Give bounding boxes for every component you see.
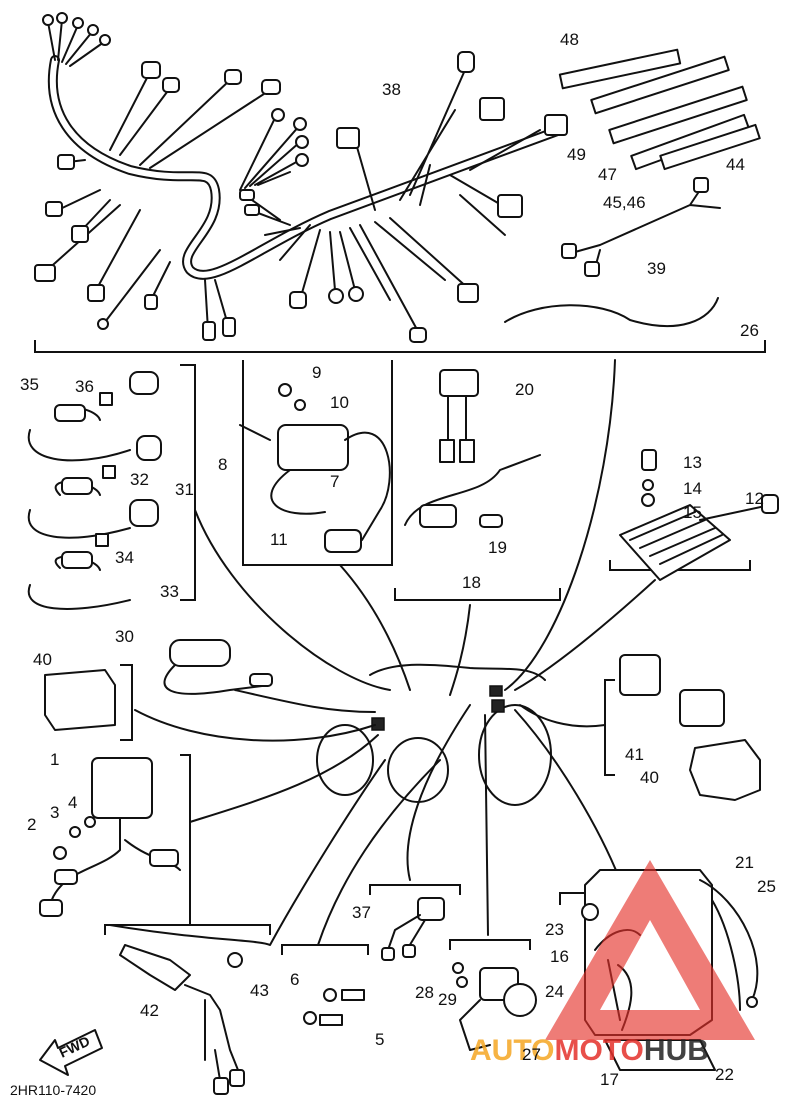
callout-4: 4 (68, 793, 77, 812)
callout-8: 8 (218, 455, 227, 474)
watermark-logo: AUTOMOTOHUB (470, 860, 755, 1067)
sub-lead-39 (561, 177, 721, 277)
callout-48: 48 (560, 30, 579, 49)
battery-group (559, 869, 759, 1071)
callout-40-right: 40 (640, 768, 659, 787)
frame-silhouette (109, 359, 656, 946)
svg-text:AUTOMOTOHUB: AUTOMOTOHUB (470, 1034, 709, 1067)
callout-43: 43 (250, 981, 269, 1000)
cover-40-left (44, 669, 116, 731)
horn-group (449, 939, 537, 1051)
callout-30: 30 (115, 627, 134, 646)
callout-labels: 48 38 49 47 44 45,46 39 26 35 36 9 10 20… (20, 30, 776, 1089)
callout-7: 7 (330, 472, 339, 491)
callout-45-46: 45,46 (603, 193, 646, 212)
watermark-triangle (545, 860, 755, 1040)
callout-27: 27 (522, 1045, 541, 1064)
callout-12: 12 (745, 489, 764, 508)
watermark-auto: AUTO (470, 1034, 554, 1067)
callout-3: 3 (50, 803, 59, 822)
callout-39: 39 (647, 259, 666, 278)
callout-18: 18 (462, 573, 481, 592)
callout-22: 22 (715, 1065, 734, 1084)
sensor-leads-group (27, 364, 196, 610)
callout-49: 49 (567, 145, 586, 164)
callout-31: 31 (175, 480, 194, 499)
bolts-5-6 (281, 944, 369, 1026)
connector-37 (369, 884, 461, 961)
callout-42: 42 (140, 1001, 159, 1020)
callout-26: 26 (740, 321, 759, 340)
watermark-hub: HUB (644, 1034, 709, 1067)
callout-15: 15 (683, 503, 702, 522)
callout-33: 33 (160, 582, 179, 601)
ignition-coil-group (239, 360, 393, 566)
callout-2: 2 (27, 815, 36, 834)
callout-35: 35 (20, 375, 39, 394)
callout-13: 13 (683, 453, 702, 472)
callout-34: 34 (115, 548, 134, 567)
cdi-unit (39, 754, 191, 926)
callout-32: 32 (130, 470, 149, 489)
callout-6: 6 (290, 970, 299, 989)
callout-40-left: 40 (33, 650, 52, 669)
callout-36: 36 (75, 377, 94, 396)
callout-16: 16 (550, 947, 569, 966)
rectifier-regulator (609, 449, 779, 581)
callout-20: 20 (515, 380, 534, 399)
callout-24: 24 (545, 982, 564, 1001)
cable-straps (558, 48, 761, 171)
callout-19: 19 (488, 538, 507, 557)
callout-47: 47 (598, 165, 617, 184)
callout-11: 11 (270, 530, 288, 549)
connector-covers-right (604, 654, 761, 801)
callout-21: 21 (735, 853, 754, 872)
main-wire-harness (34, 12, 766, 353)
callout-10: 10 (330, 393, 349, 412)
relay-group (394, 369, 561, 601)
lead-26 (504, 297, 719, 328)
fwd-arrow: FWD (39, 1029, 103, 1076)
callout-5: 5 (375, 1030, 384, 1049)
callout-28: 28 (415, 983, 434, 1002)
switch-30 (163, 639, 273, 695)
callout-29: 29 (438, 990, 457, 1009)
callout-37: 37 (352, 903, 371, 922)
diagram-code: 2HR110-7420 (10, 1082, 96, 1098)
callout-44: 44 (726, 155, 745, 174)
callout-9: 9 (312, 363, 321, 382)
callout-38: 38 (382, 80, 401, 99)
watermark-moto: MOTO (554, 1034, 643, 1067)
sensor-42-group (104, 924, 271, 1095)
callout-14: 14 (683, 479, 702, 498)
callout-25: 25 (757, 877, 776, 896)
callout-23: 23 (545, 920, 564, 939)
callout-1: 1 (50, 750, 59, 769)
callout-41: 41 (625, 745, 644, 764)
callout-17: 17 (600, 1070, 619, 1089)
